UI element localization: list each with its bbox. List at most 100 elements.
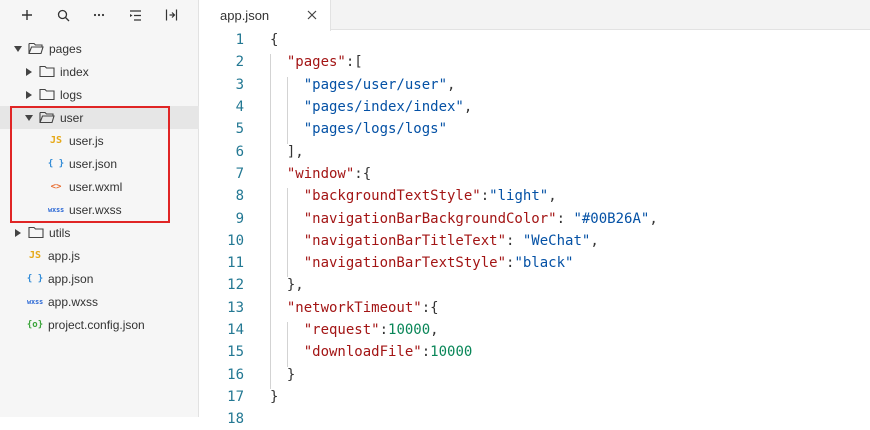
- code-token: "pages/logs/logs": [303, 121, 448, 138]
- line-number: 1: [235, 32, 244, 49]
- tree-label: index: [60, 64, 89, 79]
- code-token: :[: [345, 54, 363, 71]
- tree-folder-index[interactable]: index: [0, 60, 199, 83]
- code-line: 12 },: [200, 274, 870, 300]
- plus-icon[interactable]: [9, 0, 45, 30]
- tree-label: utils: [49, 225, 71, 240]
- code-token: "networkTimeout": [286, 299, 422, 316]
- line-number: 4: [235, 99, 244, 116]
- code-line: 8 "backgroundTextStyle":"light",: [200, 185, 870, 211]
- code-token: "light": [489, 188, 549, 205]
- wxss-file-icon: wxss: [47, 205, 65, 214]
- code-token: "backgroundTextStyle": [303, 188, 481, 205]
- code-line: 2 "pages":[: [200, 51, 870, 77]
- line-number: 5: [235, 121, 244, 138]
- tree-file-user-wxml[interactable]: <> user.wxml: [0, 175, 199, 198]
- code-token: "#00B26A": [573, 210, 650, 227]
- code-token: "request": [303, 322, 380, 338]
- chevron-down-icon: [13, 44, 23, 54]
- code-token: :: [506, 255, 515, 272]
- collapse-icon[interactable]: [117, 0, 153, 30]
- line-number: 6: [235, 143, 244, 160]
- code-line: 1 {: [200, 29, 870, 51]
- tree-label: user.wxss: [69, 202, 122, 217]
- line-number: 16: [227, 366, 244, 383]
- close-icon[interactable]: [306, 9, 318, 21]
- code-token: }: [270, 388, 279, 405]
- code-line: 4 "pages/index/index",: [200, 96, 870, 122]
- line-number: 9: [235, 210, 244, 227]
- tree-folder-user[interactable]: user: [0, 106, 199, 129]
- split-icon[interactable]: [153, 0, 189, 30]
- file-tree: pages index logs: [0, 37, 199, 336]
- wxml-file-icon: <>: [50, 181, 62, 192]
- search-icon[interactable]: [45, 0, 81, 30]
- more-icon[interactable]: [81, 0, 117, 30]
- code-line: 15 "downloadFile":10000: [200, 341, 870, 367]
- js-file-icon: JS: [28, 250, 42, 261]
- line-number: 11: [227, 255, 244, 272]
- tree-folder-pages[interactable]: pages: [0, 37, 199, 60]
- line-number: 13: [227, 299, 244, 316]
- code-token: :: [379, 322, 389, 338]
- tree-label: user.json: [69, 156, 118, 171]
- json-file-icon: { }: [26, 273, 44, 284]
- line-number: 10: [227, 232, 244, 249]
- explorer-toolbar: [0, 0, 198, 30]
- tree-file-user-js[interactable]: JS user.js: [0, 129, 199, 152]
- code-area[interactable]: 1 { 2 "pages":[ 3 "pages/user/user", 4 "…: [200, 29, 870, 430]
- folder-icon: [39, 88, 55, 102]
- tree-file-user-json[interactable]: { } user.json: [0, 152, 199, 175]
- tree-label: pages: [49, 41, 82, 56]
- line-number: 3: [235, 76, 244, 93]
- line-number: 12: [227, 277, 244, 294]
- tree-file-app-js[interactable]: JS app.js: [0, 244, 199, 267]
- tree-folder-logs[interactable]: logs: [0, 83, 199, 106]
- tree-label: app.json: [48, 271, 94, 286]
- line-number: 15: [227, 344, 244, 361]
- code-line: 14 "request":10000,: [200, 319, 870, 345]
- code-token: ,: [447, 76, 456, 93]
- tree-label: app.js: [48, 248, 81, 263]
- code-line: 6 ],: [200, 140, 870, 166]
- code-token: :: [480, 188, 490, 205]
- folder-icon: [39, 65, 55, 79]
- code-line: 3 "pages/user/user",: [200, 74, 870, 100]
- tab-app-json[interactable]: app.json: [200, 0, 331, 31]
- chevron-down-icon: [24, 113, 34, 123]
- code-line: 11 "navigationBarTextStyle":"black": [200, 252, 870, 278]
- code-token: ,: [463, 99, 473, 116]
- code-line: 9 "navigationBarBackgroundColor": "#00B2…: [200, 207, 870, 233]
- code-token: "WeChat": [522, 232, 591, 249]
- tree-file-user-wxss[interactable]: wxss user.wxss: [0, 198, 199, 221]
- code-line: 5 "pages/logs/logs": [200, 118, 870, 144]
- folder-open-icon: [39, 111, 55, 125]
- tree-file-app-json[interactable]: { } app.json: [0, 267, 199, 290]
- tree-label: user.wxml: [69, 179, 123, 194]
- editor-tabbar: app.json: [200, 0, 870, 31]
- code-token: ],: [286, 143, 304, 160]
- tree-file-app-wxss[interactable]: wxss app.wxss: [0, 290, 199, 313]
- code-token: "downloadFile": [303, 344, 422, 361]
- tree-label: project.config.json: [48, 317, 145, 332]
- code-token: "navigationBarBackgroundColor": [303, 210, 557, 227]
- code-token: "black": [514, 255, 574, 272]
- code-token: {: [270, 32, 279, 49]
- tree-file-project-config[interactable]: {o} project.config.json: [0, 313, 199, 336]
- wxss-file-icon: wxss: [26, 297, 44, 306]
- config-file-icon: {o}: [26, 319, 44, 330]
- code-token: 10000: [388, 322, 431, 338]
- code-token: :: [506, 232, 523, 249]
- tree-label: logs: [60, 87, 83, 102]
- code-token: "pages": [286, 54, 346, 71]
- line-number: 14: [227, 322, 244, 338]
- tree-folder-utils[interactable]: utils: [0, 221, 199, 244]
- json-file-icon: { }: [47, 158, 65, 169]
- line-number: 18: [227, 411, 244, 428]
- code-token: :: [556, 210, 574, 227]
- tab-label: app.json: [220, 8, 270, 23]
- folder-open-icon: [28, 42, 44, 56]
- code-line: 13 "networkTimeout":{: [200, 297, 870, 322]
- code-token: ,: [430, 322, 439, 338]
- code-token: "pages/index/index": [303, 99, 464, 116]
